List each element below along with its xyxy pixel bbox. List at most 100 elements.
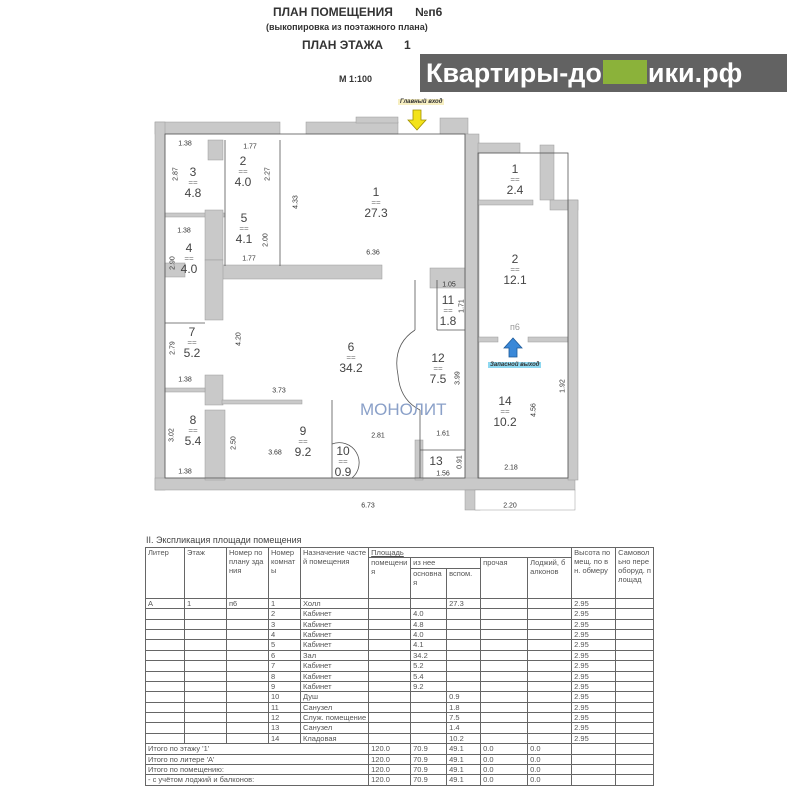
dimension: 2.90 xyxy=(169,256,177,270)
table-cell: 7.5 xyxy=(446,712,482,724)
table-cell xyxy=(480,670,529,682)
table-cell xyxy=(368,639,412,651)
room-label: 14==10.2 xyxy=(493,394,517,429)
table-title: II. Экспликация площади помещения xyxy=(146,535,302,545)
table-cell xyxy=(527,628,573,641)
table-cell: Служ. помещение xyxy=(299,712,370,724)
explication-table: Литер Этаж Номер по плану здания Номер к… xyxy=(144,546,655,786)
table-cell xyxy=(368,649,412,662)
table-cell: 10.2 xyxy=(446,732,482,745)
col-main: основная xyxy=(410,567,448,599)
dimension: 1.05 xyxy=(442,281,456,289)
table-cell: 70.9 xyxy=(410,764,448,776)
table-cell xyxy=(480,618,529,630)
table-cell: 2 xyxy=(268,608,301,620)
table-cell: 4 xyxy=(268,628,301,641)
table-cell: 9.2 xyxy=(410,680,448,693)
walls xyxy=(154,116,579,511)
table-cell: 1 xyxy=(268,597,301,610)
table-cell: Кабинет xyxy=(299,628,370,641)
doc-number: №п6 xyxy=(415,5,443,19)
table-cell: 27.3 xyxy=(446,597,482,610)
table-cell xyxy=(368,732,412,745)
dimension: 3.68 xyxy=(268,449,282,457)
table-cell xyxy=(527,597,573,610)
table-cell xyxy=(480,608,529,620)
table-cell xyxy=(527,660,573,672)
table-cell xyxy=(480,649,529,662)
table-cell: 2.95 xyxy=(571,670,617,682)
table-cell xyxy=(571,743,617,755)
table-cell xyxy=(527,680,573,693)
dimension: 2.87 xyxy=(172,167,180,181)
table-cell xyxy=(226,670,269,682)
table-cell: 9 xyxy=(268,680,301,693)
table-cell: 0.0 xyxy=(527,753,573,766)
table-cell xyxy=(184,618,227,630)
totals-label: Итого по этажу '1' xyxy=(144,743,369,755)
house-icon xyxy=(602,60,647,84)
room-label: 7==5.2 xyxy=(183,325,201,360)
table-cell: Кладовая xyxy=(299,732,370,745)
table-cell: 3 xyxy=(268,618,301,630)
table-cell: 120.0 xyxy=(368,743,412,755)
table-cell: 49.1 xyxy=(446,743,482,755)
table-cell: п6 xyxy=(226,597,269,610)
table-cell xyxy=(368,701,412,714)
table-cell: Кабинет xyxy=(299,608,370,620)
table-cell xyxy=(184,691,227,703)
table-cell xyxy=(480,691,529,703)
table-cell xyxy=(527,732,573,745)
table-cell xyxy=(368,628,412,641)
dimension: 1.71 xyxy=(458,299,466,313)
room-label: 11==1.8 xyxy=(439,293,457,328)
table-cell xyxy=(410,712,448,724)
col-aux: вспом. xyxy=(446,567,482,599)
table-cell xyxy=(145,701,185,714)
table-cell xyxy=(527,608,573,620)
dimension: 6.36 xyxy=(366,249,380,257)
dimension: 4.33 xyxy=(292,195,300,209)
table-cell xyxy=(527,649,573,662)
dimension: 3.02 xyxy=(168,428,176,442)
table-cell xyxy=(615,649,655,662)
table-cell xyxy=(368,722,412,734)
table-cell: 2.95 xyxy=(571,680,617,693)
table-cell xyxy=(480,722,529,734)
dimension: 3.73 xyxy=(272,387,286,395)
floor-number: 1 xyxy=(404,38,411,52)
table-cell: Кабинет xyxy=(299,670,370,682)
table-cell: 14 xyxy=(268,732,301,745)
table-cell xyxy=(615,660,655,672)
table-cell xyxy=(446,680,482,693)
table-cell: 49.1 xyxy=(446,774,482,786)
table-cell xyxy=(480,732,529,745)
dimension: 6.73 xyxy=(361,502,375,510)
dimension: 2.50 xyxy=(230,436,238,450)
table-cell: 120.0 xyxy=(368,753,412,766)
table-cell xyxy=(145,618,185,630)
table-cell xyxy=(480,628,529,641)
dimension: 2.18 xyxy=(504,464,518,472)
table-cell xyxy=(480,701,529,714)
table-cell xyxy=(480,660,529,672)
dimension: 1.77 xyxy=(243,143,257,151)
table-cell xyxy=(368,691,412,703)
table-cell xyxy=(145,722,185,734)
dimension: 2.20 xyxy=(503,502,517,510)
table-cell xyxy=(615,753,655,766)
table-cell xyxy=(226,649,269,662)
col-loggia: Лоджий, балконов xyxy=(527,557,573,599)
table-cell xyxy=(446,670,482,682)
room-label: 4==4.0 xyxy=(180,241,198,276)
table-cell xyxy=(446,608,482,620)
